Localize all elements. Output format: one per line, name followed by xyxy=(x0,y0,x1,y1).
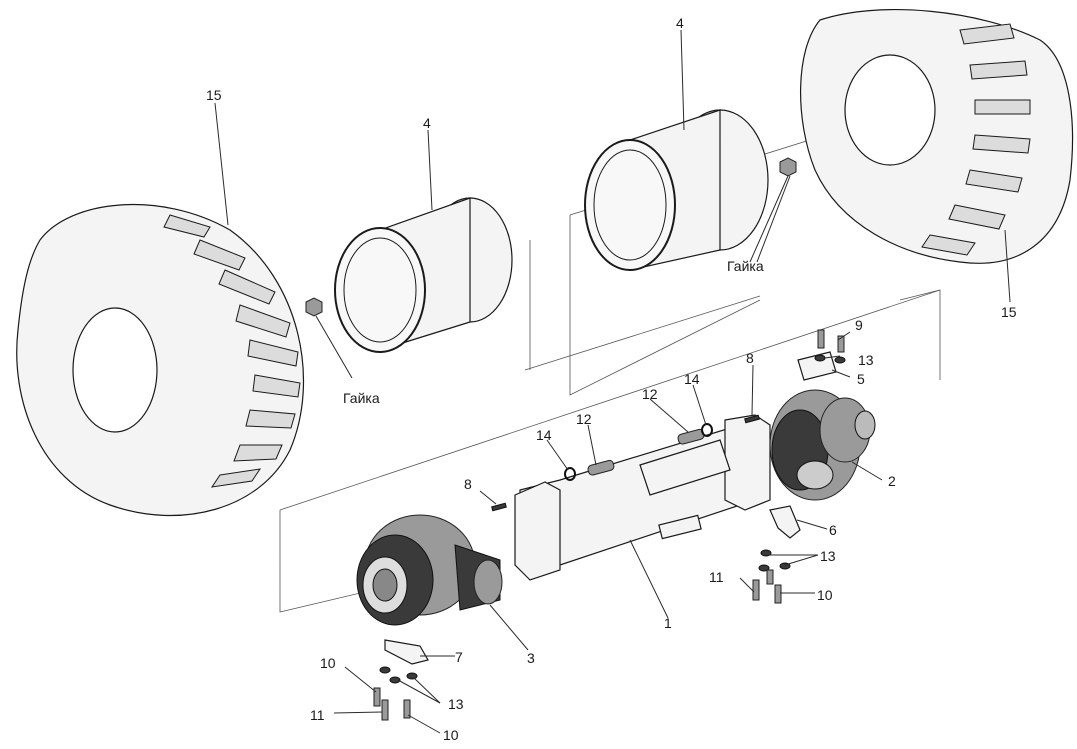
label-bolt-right-10: 10 xyxy=(817,587,833,603)
rim-right xyxy=(584,109,769,271)
label-rim-right: 4 xyxy=(676,15,684,31)
rim-left xyxy=(334,197,513,353)
pin-left xyxy=(491,502,507,512)
label-hub-right: 2 xyxy=(888,473,896,489)
bracket-right xyxy=(769,505,801,539)
label-bolt-left-10-lower: 10 xyxy=(443,727,459,743)
label-tire-right: 15 xyxy=(1001,304,1017,320)
axle-housing xyxy=(514,414,771,581)
nut-right-icon xyxy=(779,157,797,177)
label-hub-left: 3 xyxy=(527,650,535,666)
label-bracket-right: 6 xyxy=(829,522,837,538)
label-shaft-right: 12 xyxy=(642,386,658,402)
callout-labels: 15 15 4 4 Гайка Гайка 1 2 3 5 6 7 8 8 9 … xyxy=(206,15,1017,743)
label-bolt-top: 9 xyxy=(855,317,863,333)
label-ring-left: 14 xyxy=(536,427,552,443)
label-rim-left: 4 xyxy=(423,115,431,131)
label-washer-top: 13 xyxy=(858,352,874,368)
ring-left xyxy=(564,467,576,481)
leader-lines xyxy=(214,29,1011,734)
label-tire-left: 15 xyxy=(206,87,222,103)
shaft-left xyxy=(587,459,615,476)
label-washer-right: 13 xyxy=(820,548,836,564)
label-bolt-left-11: 11 xyxy=(310,707,325,723)
label-pin-right: 8 xyxy=(746,350,754,366)
label-bracket-top: 5 xyxy=(857,371,865,387)
label-ring-right: 14 xyxy=(684,371,700,387)
label-washer-left: 13 xyxy=(448,696,464,712)
label-nut-left: Гайка xyxy=(343,390,380,406)
label-shaft-left: 12 xyxy=(576,411,592,427)
hub-right xyxy=(769,389,876,501)
tire-right xyxy=(799,9,1074,264)
hub-left xyxy=(356,514,503,626)
nut-left-icon xyxy=(305,297,323,317)
bracket-left xyxy=(384,639,429,665)
label-nut-right: Гайка xyxy=(727,258,764,274)
label-bolt-left-10-upper: 10 xyxy=(320,655,336,671)
label-pin-left: 8 xyxy=(464,476,472,492)
tire-left xyxy=(16,204,305,517)
label-bolt-right-11: 11 xyxy=(709,569,724,585)
pin-right xyxy=(744,414,760,424)
label-axle-housing: 1 xyxy=(664,615,672,631)
ring-right xyxy=(701,423,713,437)
label-bracket-left: 7 xyxy=(455,649,463,665)
